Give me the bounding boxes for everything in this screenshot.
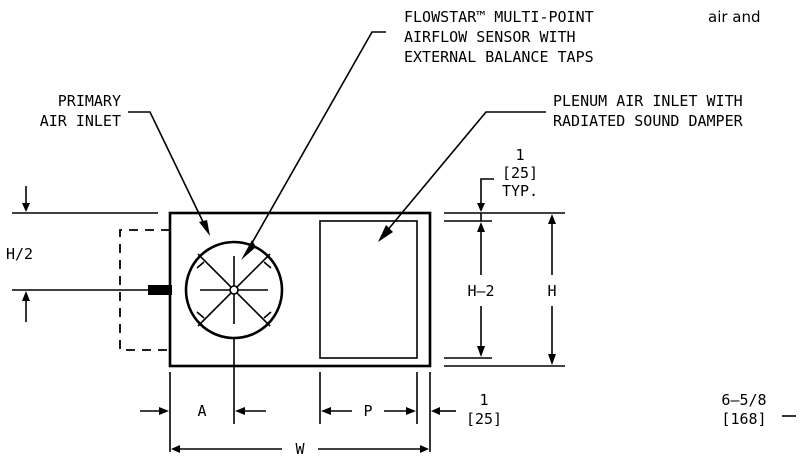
svg-text:EXTERNAL BALANCE TAPS: EXTERNAL BALANCE TAPS [404,48,594,66]
airflow-sensor-icon [184,240,284,340]
inner-height-label: H–2 [467,282,494,300]
height-dimension [444,214,565,367]
corner-note: air and [708,8,761,26]
svg-text:6–5/8: 6–5/8 [721,391,766,409]
width-label: W [295,440,305,458]
half-height-dimension [12,186,158,322]
p-dimension [321,407,416,415]
balance-tap [148,285,172,295]
plenum-inlet-leader [378,111,546,242]
top-offset-dimension [444,178,565,222]
svg-text:PLENUM AIR INLET WITH: PLENUM AIR INLET WITH [553,92,743,110]
primary-inlet-leader [128,111,210,236]
svg-text:AIRFLOW SENSOR WITH: AIRFLOW SENSOR WITH [404,28,576,46]
svg-text:AIR INLET: AIR INLET [40,112,121,130]
width-dimension [171,445,429,453]
plenum-inlet-panel [319,220,418,359]
primary-inlet-callout: PRIMARY AIR INLET [40,92,121,130]
right-note-label: 6–5/8 [168] [721,391,766,428]
top-offset-label: 1 [25] TYP. [502,146,538,200]
side-offset-dimension [431,407,456,415]
plenum-inlet-callout: PLENUM AIR INLET WITH RADIATED SOUND DAM… [553,92,744,130]
inner-height-dimension [444,222,492,359]
a-dimension [140,407,266,415]
half-height-label: H/2 [6,245,33,263]
height-label: H [547,282,556,300]
svg-text:FLOWSTAR™ MULTI-POINT: FLOWSTAR™ MULTI-POINT [404,8,594,26]
svg-text:PRIMARY: PRIMARY [58,92,121,110]
a-label: A [197,402,206,420]
svg-text:[25]: [25] [502,164,538,182]
inlet-collar-outline [119,229,170,351]
sensor-leader [241,31,386,260]
svg-text:RADIATED SOUND DAMPER: RADIATED SOUND DAMPER [553,112,744,130]
svg-text:1: 1 [515,146,524,164]
svg-text:[168]: [168] [721,410,766,428]
svg-text:[25]: [25] [466,410,502,428]
svg-text:1: 1 [479,391,488,409]
svg-text:TYP.: TYP. [502,182,538,200]
side-offset-label: 1 [25] [466,391,502,428]
sensor-callout: FLOWSTAR™ MULTI-POINT AIRFLOW SENSOR WIT… [404,8,594,66]
p-label: P [363,402,372,420]
